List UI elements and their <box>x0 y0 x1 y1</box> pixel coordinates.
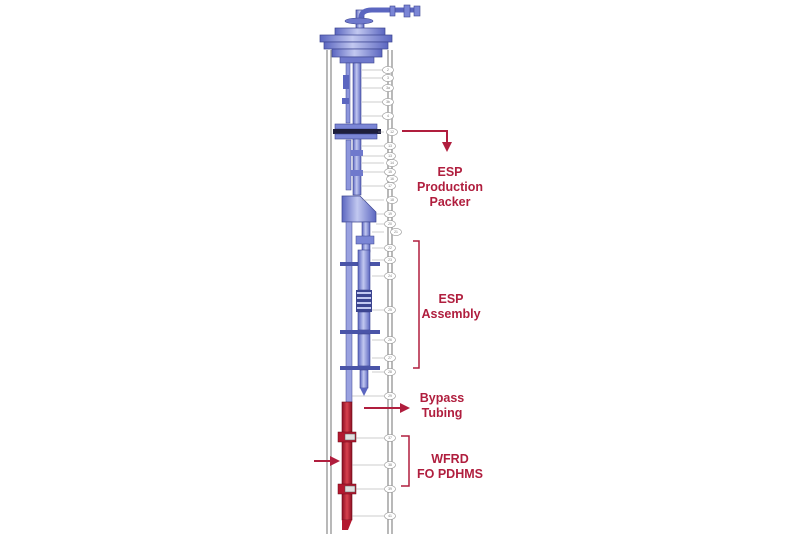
esp-assembly-bracket <box>413 240 420 369</box>
wellhead <box>319 4 421 64</box>
pdhms-bracket <box>401 435 410 487</box>
callout-13: 13 <box>388 144 392 148</box>
callout-19: 19 <box>388 212 392 216</box>
label-line: ESP <box>437 165 463 179</box>
callout-21: 21 <box>394 230 398 234</box>
callout-18: 18 <box>390 198 394 202</box>
callout-15: 15 <box>388 170 392 174</box>
label-line: FO PDHMS <box>417 467 483 481</box>
callout-20: 20 <box>388 222 392 226</box>
pdhms-label: WFRD FO PDHMS <box>410 452 490 482</box>
callout-39: 39 <box>388 487 392 491</box>
callout-3a: 3a <box>386 86 390 90</box>
callout-24: 24 <box>388 274 392 278</box>
callout-3b: 3b <box>386 100 390 104</box>
callout-27: 27 <box>388 356 392 360</box>
esp-production-packer <box>333 123 381 140</box>
bypass-tubing-label: Bypass Tubing <box>412 391 472 421</box>
packer-arrow <box>402 130 452 152</box>
callout-numbers: 2 3 3a 3b 4 12 13 13 14 15 16 17 18 19 2… <box>386 68 398 518</box>
callout-14: 14 <box>390 161 394 165</box>
esp-assembly <box>340 249 380 396</box>
callout-28: 28 <box>388 370 392 374</box>
callout-16: 16 <box>390 177 394 181</box>
callout-leaders <box>352 69 384 517</box>
callout-3: 3 <box>387 76 389 80</box>
callout-4: 4 <box>387 114 389 118</box>
callout-37: 37 <box>388 436 392 440</box>
callout-2: 2 <box>387 68 389 72</box>
label-line: Packer <box>429 195 471 209</box>
callout-29: 29 <box>388 394 392 398</box>
label-line: Tubing <box>421 406 463 420</box>
label-line: WFRD <box>431 452 469 466</box>
esp-production-packer-label: ESP Production Packer <box>410 165 490 210</box>
label-line: Assembly <box>421 307 481 321</box>
callout-22: 22 <box>388 246 392 250</box>
callout-12: 12 <box>390 130 394 134</box>
callout-41: 41 <box>388 514 392 518</box>
annotations <box>314 130 452 487</box>
callout-circles <box>382 66 402 520</box>
label-line: Production <box>417 180 483 194</box>
callout-25: 25 <box>388 308 392 312</box>
label-line: ESP <box>438 292 464 306</box>
bypass-tubing <box>341 401 353 530</box>
callout-26: 26 <box>388 338 392 342</box>
callout-17: 17 <box>388 184 392 188</box>
callout-23: 23 <box>388 258 392 262</box>
callout-13b: 13 <box>388 154 392 158</box>
callout-38: 38 <box>388 463 392 467</box>
esp-assembly-label: ESP Assembly <box>416 292 486 322</box>
label-line: Bypass <box>419 391 465 405</box>
